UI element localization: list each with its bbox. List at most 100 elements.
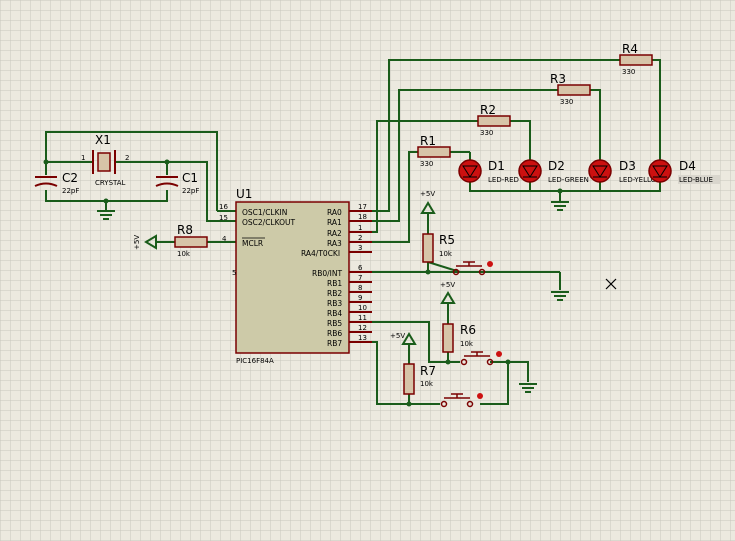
wire-osc1 — [45, 131, 218, 211]
junction-dot — [406, 401, 412, 407]
u1-part: PIC16F84A — [236, 357, 274, 365]
power-terminal-r7: +5V — [390, 332, 417, 345]
led-d2[interactable]: D2 LED-GREEN — [518, 159, 589, 184]
u1-pin-name: RB7 — [327, 339, 342, 348]
u1-pin-name: RA2 — [327, 229, 342, 238]
u1-pin-num: 15 — [219, 214, 228, 222]
wire-osc2 — [167, 161, 236, 222]
ground-symbol — [551, 201, 569, 211]
u1-pin-num: 12 — [358, 324, 367, 332]
c2-ref: C2 — [62, 171, 78, 185]
junction-dot — [425, 269, 431, 275]
crystal-body — [97, 152, 111, 172]
d4-value-highlight — [678, 175, 720, 184]
resistor-r6[interactable]: R6 10k — [442, 323, 476, 353]
r6-value: 10k — [460, 340, 474, 348]
wire-btn2-out — [490, 361, 529, 382]
r2-value: 330 — [480, 129, 493, 137]
d2-ref: D2 — [548, 159, 565, 173]
led-d1[interactable]: D1 LED-RED — [458, 159, 519, 184]
u1-pin-name: RB6 — [327, 329, 342, 338]
button-actuator-dot — [487, 261, 493, 267]
r3-value: 330 — [560, 98, 573, 106]
resistor-r3[interactable]: R3 330 — [550, 72, 591, 106]
power-label: +5V — [420, 190, 435, 198]
u1-pin-num: 7 — [358, 274, 362, 282]
resistor-r1[interactable]: R1 330 — [417, 134, 451, 168]
button-actuator-dot — [477, 393, 483, 399]
crystal-x1[interactable]: X1 CRYSTAL 1 2 — [81, 133, 129, 187]
wire-led-common — [469, 182, 661, 192]
d1-ref: D1 — [488, 159, 505, 173]
u1-pin-name: RB1 — [327, 279, 342, 288]
r4-ref: R4 — [622, 42, 638, 56]
capacitor-c1[interactable]: C1 22pF — [155, 171, 199, 195]
ground-symbol — [519, 383, 537, 393]
capacitor-c2[interactable]: C2 22pF — [34, 171, 79, 195]
u1-pin-name: RA3 — [327, 239, 342, 248]
r1-value: 330 — [420, 160, 433, 168]
u1-pin-name: RB5 — [327, 319, 342, 328]
led-d4[interactable]: D4 LED-BLUE — [648, 159, 720, 184]
u1-pin-num: 11 — [358, 314, 367, 322]
d4-ref: D4 — [679, 159, 696, 173]
u1-pin-name: OSC2/CLKOUT — [242, 218, 296, 227]
resistor-r4[interactable]: R4 330 — [619, 42, 653, 76]
u1-pin-num: 3 — [358, 244, 362, 252]
junctions — [43, 159, 563, 407]
crystal-pin2: 2 — [125, 154, 129, 162]
c1-value: 22pF — [182, 187, 199, 195]
u1-pin-name: RA1 — [327, 218, 342, 227]
power-label: +5V — [133, 235, 141, 250]
u1-pin-num: 1 — [358, 224, 362, 232]
no-connect-marker[interactable] — [605, 278, 617, 290]
wire-rb5 — [350, 321, 460, 363]
led-d3[interactable]: D3 LED-YELLOW — [588, 159, 663, 184]
resistor-r5[interactable]: R5 10k — [422, 233, 455, 263]
power-label: +5V — [390, 332, 405, 340]
r2-ref: R2 — [480, 103, 496, 117]
d3-ref: D3 — [619, 159, 636, 173]
junction-dot — [505, 359, 511, 365]
r6-ref: R6 — [460, 323, 476, 337]
junction-dot — [557, 188, 563, 194]
push-button-rb7[interactable] — [440, 393, 484, 408]
power-terminal-left: +5V — [133, 234, 157, 250]
power-terminal-r5: +5V — [420, 190, 436, 214]
microcontroller-u1[interactable]: U1 PIC16F84A 16 OSC1/CLKIN 15 OSC2/CLKOU… — [219, 187, 372, 365]
crystal-value: CRYSTAL — [95, 179, 126, 187]
u1-pin-num: 17 — [358, 203, 367, 211]
d2-value: LED-GREEN — [548, 176, 589, 184]
power-label: +5V — [440, 281, 455, 289]
c1-ref: C1 — [182, 171, 198, 185]
wire-r4-out — [652, 59, 661, 160]
u1-pin-num: 8 — [358, 284, 362, 292]
junction-dot — [43, 159, 49, 165]
d3-value: LED-YELLOW — [619, 176, 663, 184]
d1-value: LED-RED — [488, 176, 519, 184]
push-button-rb0[interactable] — [452, 261, 494, 276]
u1-pin-name: RB3 — [327, 299, 342, 308]
wire-r3-out — [590, 89, 601, 160]
crystal-ref: X1 — [95, 133, 111, 147]
u1-pin-name: MCLR — [242, 239, 263, 248]
r5-value: 10k — [439, 250, 453, 258]
u1-pin-num: 16 — [219, 203, 228, 211]
crystal-pin1: 1 — [81, 154, 85, 162]
u1-pin-num: 4 — [222, 235, 227, 243]
u1-pin-name: OSC1/CLKIN — [242, 208, 287, 217]
resistor-r7[interactable]: R7 10k — [403, 363, 436, 395]
resistor-r2[interactable]: R2 330 — [477, 103, 511, 137]
wire-r2-out — [510, 120, 531, 160]
wire-ra1 — [350, 89, 558, 222]
resistor-r8[interactable]: R8 10k — [174, 223, 208, 258]
d4-value: LED-BLUE — [679, 176, 713, 184]
u1-pin-num: 9 — [358, 294, 362, 302]
r1-ref: R1 — [420, 134, 436, 148]
u1-pin-num: 13 — [358, 334, 367, 342]
wire-ra3 — [350, 151, 418, 243]
push-button-rb4[interactable] — [460, 351, 503, 366]
junction-dot — [164, 159, 170, 165]
u1-pin-num: 10 — [358, 304, 367, 312]
